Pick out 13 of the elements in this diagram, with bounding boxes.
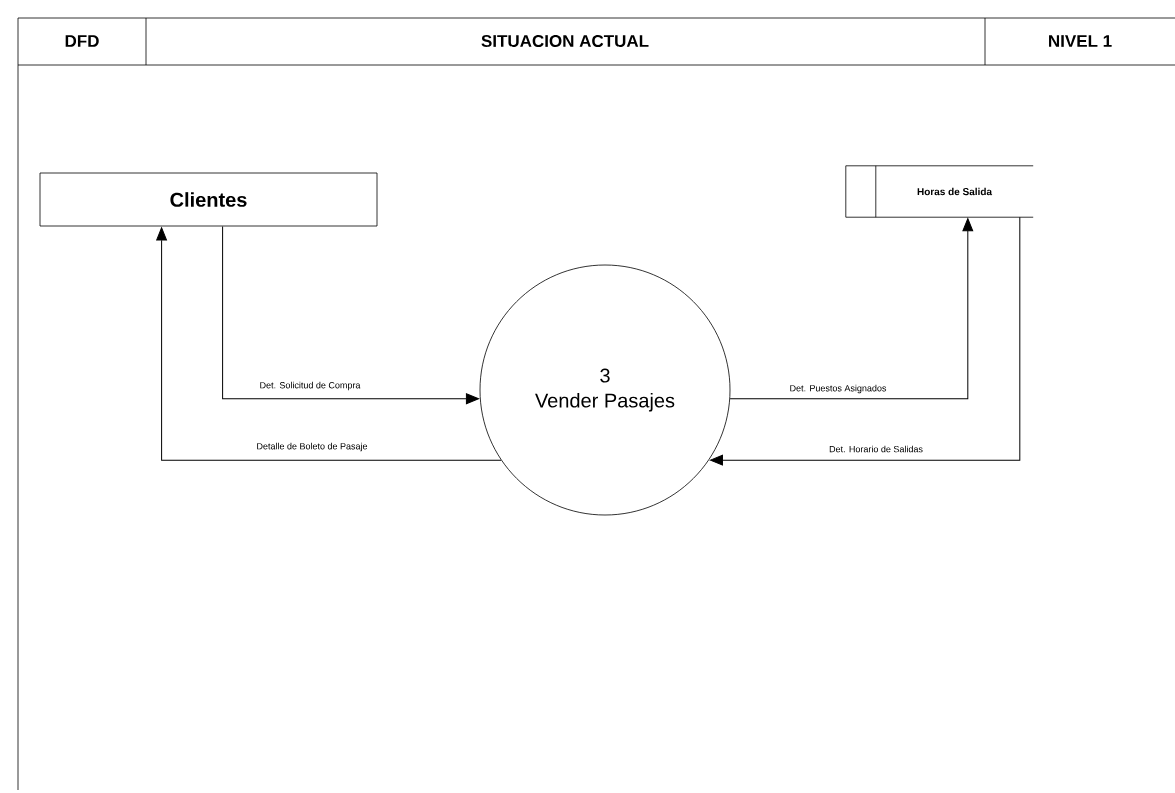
arrow: [156, 227, 502, 461]
header-label: NIVEL 1: [1049, 35, 1112, 47]
arrow: [222, 225, 480, 405]
data-store: Horas de Salida: [845, 165, 1034, 218]
entity-box: Clientes: [39, 172, 378, 227]
arrow: [709, 216, 1021, 466]
arrow: [729, 218, 974, 400]
edge-label: Det. Horario de Salidas: [828, 444, 924, 454]
header-label: DFD: [65, 35, 99, 47]
edge-label: Detalle de Boleto de Pasaje: [255, 441, 369, 453]
edge-label: Det. Puestos Asignados: [788, 383, 888, 395]
title: SITUACION ACTUAL: [481, 35, 649, 48]
edge-label: Det. Solicitud de Compra: [258, 380, 362, 392]
